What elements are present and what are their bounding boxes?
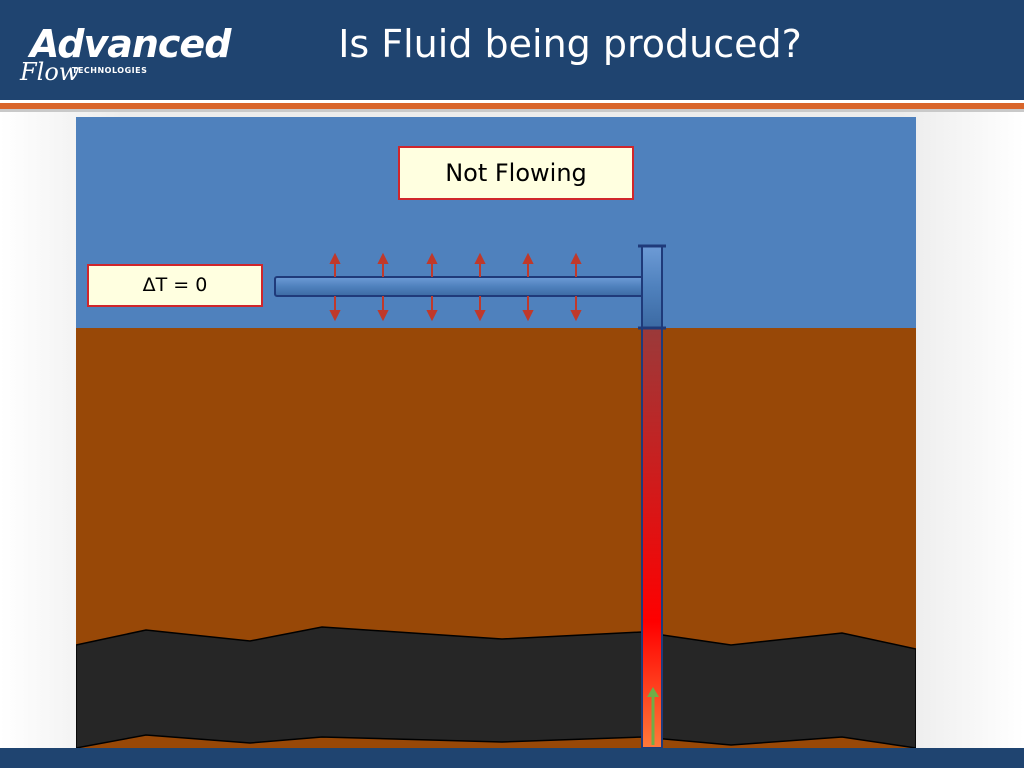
heat-arrow-icon xyxy=(474,252,486,322)
slide-header: Advanced Flow TECHNOLOGIES Is Fluid bein… xyxy=(0,0,1024,100)
heat-arrow-icon xyxy=(522,252,534,322)
heat-arrow-icon xyxy=(570,252,582,322)
header-divider-gray xyxy=(0,109,1024,112)
heat-arrow-icon xyxy=(426,252,438,322)
heat-arrow-icon xyxy=(377,252,389,322)
wellhead-pipe xyxy=(641,245,663,329)
status-label: Not Flowing xyxy=(398,146,634,200)
well-diagram: Not Flowing ΔT = 0 xyxy=(76,117,916,748)
slide-title: Is Fluid being produced? xyxy=(338,22,802,66)
delta-t-label: ΔT = 0 xyxy=(87,264,263,307)
flow-arrow-icon xyxy=(647,687,659,697)
well-diagram-graphic xyxy=(76,117,916,748)
logo-wordmark: Advanced xyxy=(30,22,231,66)
logo-flow-script: Flow xyxy=(20,58,80,86)
flowline-pipe xyxy=(274,276,644,297)
slide-footer xyxy=(0,748,1024,768)
heat-arrow-icon xyxy=(329,252,341,322)
wellbore-tubing xyxy=(641,327,663,748)
rock-formation xyxy=(76,626,916,748)
company-logo: Advanced Flow TECHNOLOGIES xyxy=(20,22,231,88)
logo-tagline: TECHNOLOGIES xyxy=(72,66,148,75)
header-divider-white xyxy=(0,100,1024,103)
heat-arrows xyxy=(329,252,582,322)
header-divider-orange xyxy=(0,103,1024,109)
